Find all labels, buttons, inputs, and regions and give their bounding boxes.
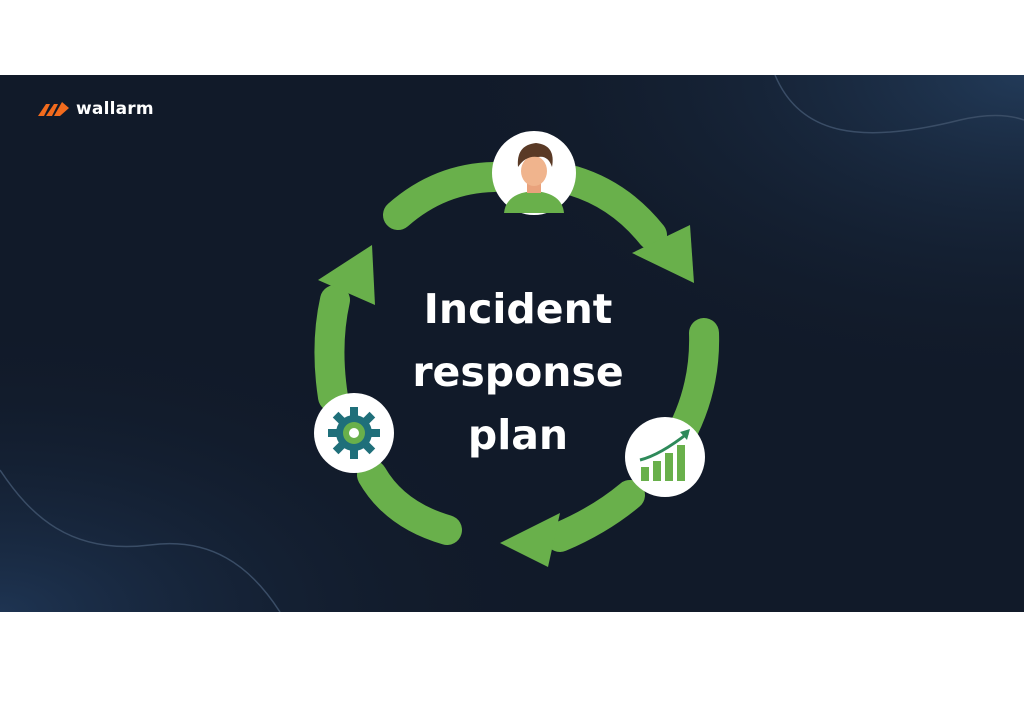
cycle-diagram (0, 75, 1024, 612)
arrowhead-bottom (500, 513, 560, 567)
decor-curve-bottom (0, 469, 281, 612)
wallarm-logo[interactable]: wallarm (38, 99, 154, 119)
arrowhead-left (318, 245, 375, 305)
cycle-arc-top-left (383, 162, 509, 230)
gear-node (314, 393, 394, 473)
cycle-arc-bottom-right (545, 480, 645, 552)
person-node (492, 131, 576, 215)
decor-curve-top (774, 75, 1024, 134)
title-line-2: response (412, 348, 624, 396)
diagram-title: Incident response plan (394, 278, 642, 467)
banner: wallarm Incident response plan (0, 75, 1024, 612)
wallarm-logo-icon (38, 102, 69, 116)
person-icon (504, 143, 564, 213)
wallarm-logo-text: wallarm (76, 99, 154, 119)
title-line-1: Incident (423, 285, 613, 333)
cycle-arc-left (314, 285, 350, 412)
title-line-3: plan (467, 411, 569, 459)
cycle-arc-bottom-left (357, 460, 462, 545)
cycle-arc-top-right (559, 166, 667, 250)
growth-chart-node (625, 417, 705, 497)
gear-icon (328, 407, 380, 459)
arrowhead-top-right (632, 225, 694, 283)
growth-chart-icon (639, 429, 690, 481)
